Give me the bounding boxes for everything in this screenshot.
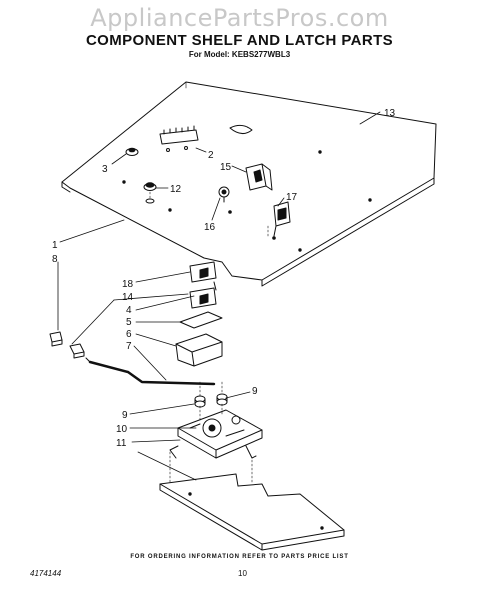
plug [143,182,157,204]
watermark: AppliancePartsPros.com [90,4,389,32]
callout-1: 1 [52,240,58,251]
callout-9-left: 9 [122,410,128,421]
cap [49,331,63,347]
callout-7: 7 [126,341,132,352]
model-subtitle: For Model: KEBS277WBL3 [188,50,291,59]
bracket [245,163,273,191]
callout-18: 18 [122,279,134,290]
callout-15: 15 [220,162,232,173]
ordering-note: FOR ORDERING INFORMATION REFER TO PARTS … [130,554,349,560]
latch-switch-lower [189,281,217,309]
page-number: 10 [238,569,247,578]
callout-12: 12 [170,184,182,195]
page-title: COMPONENT SHELF AND LATCH PARTS [85,32,394,49]
insulator [179,311,223,329]
callout-14: 14 [122,292,134,303]
callout-11: 11 [116,438,127,449]
grommet [125,147,139,156]
callout-4: 4 [126,305,132,316]
callout-8: 8 [52,254,58,265]
callout-5: 5 [126,317,132,328]
latch-spring [69,343,85,359]
callout-10: 10 [116,424,128,435]
latch-switch-upper [189,261,217,283]
latch-cover [159,473,345,551]
callout-3: 3 [102,164,108,175]
callout-13: 13 [384,108,396,119]
callout-9-right: 9 [252,386,258,397]
latch-assembly [169,409,263,459]
guide-lines [149,191,269,485]
callout-16: 16 [204,222,216,233]
spacer-right [216,393,228,406]
latch-rod [85,357,216,386]
screw [218,186,232,214]
terminal-block [159,125,199,152]
callout-6: 6 [126,329,132,340]
switch-bracket [175,333,223,367]
spacer-left [194,395,206,408]
switch [272,201,291,240]
document-number: 4174144 [30,569,62,578]
callout-2: 2 [208,150,214,161]
callout-17: 17 [286,192,298,203]
leader-lines [57,111,381,481]
